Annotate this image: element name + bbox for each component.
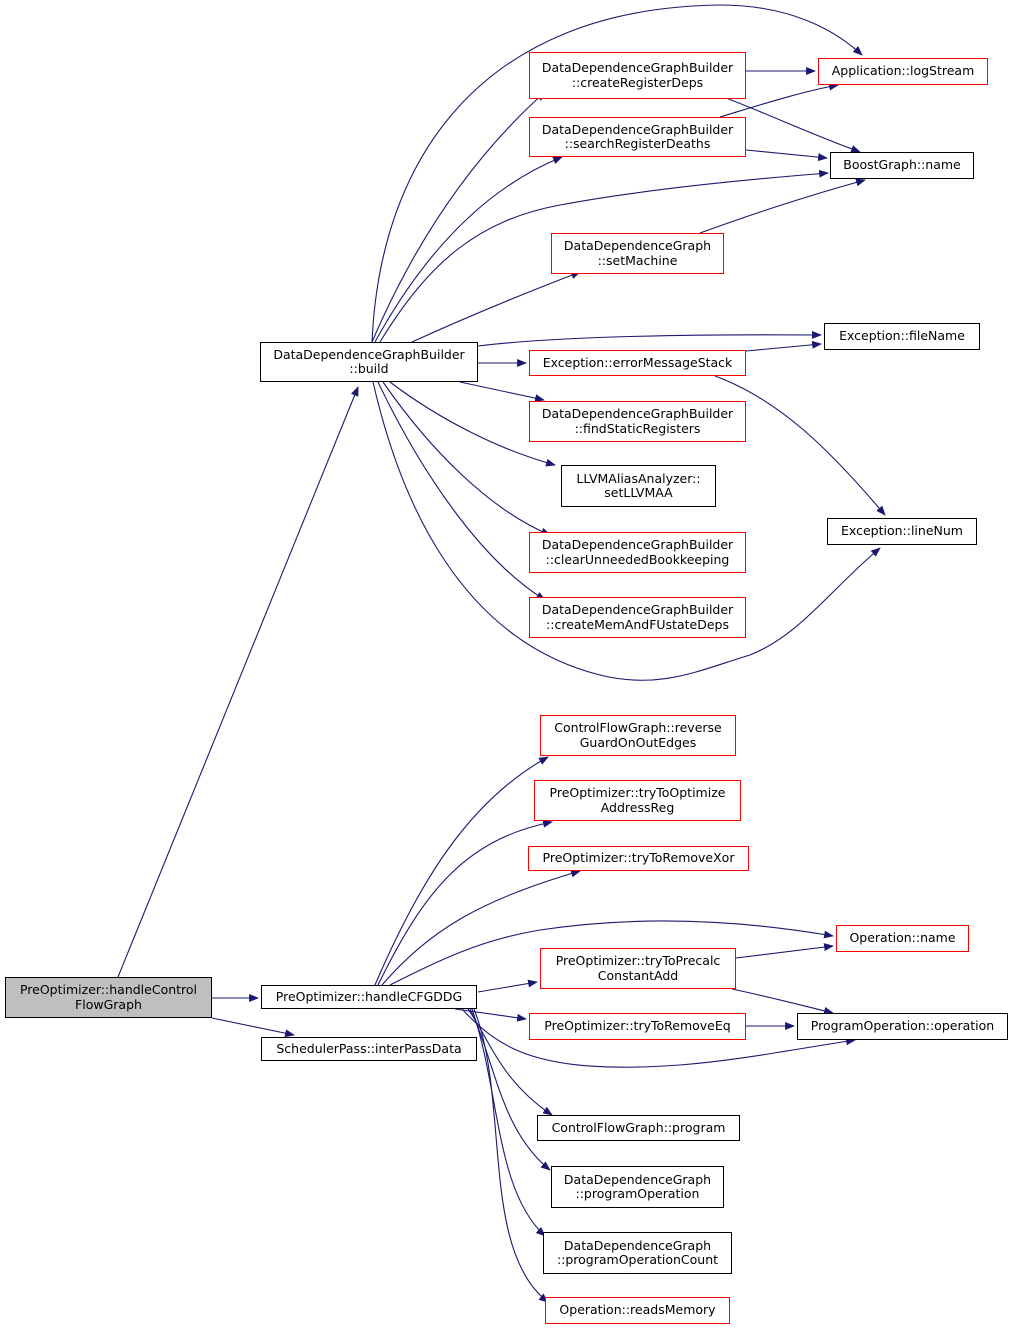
node-searchRegisterDeaths[interactable]: DataDependenceGraphBuilder ::searchRegis… [529,117,746,157]
edge-tryToPrecalc-to-poOperation [731,988,834,1015]
node-label: ProgramOperation::operation [810,1018,995,1034]
edge-build-to-fileName [477,330,822,347]
node-label: DataDependenceGraph ::programOperationCo… [556,1237,719,1267]
node-label: PreOptimizer::tryToRemoveEq [544,1018,731,1034]
node-programOperationCount[interactable]: DataDependenceGraph ::programOperationCo… [543,1232,732,1274]
edge-build-to-boostName [379,169,829,343]
edge-build-to-findStaticRegisters [459,381,545,403]
node-label: ControlFlowGraph::reverse GuardOnOutEdge… [554,720,722,750]
node-label: PreOptimizer::tryToRemoveXor [542,850,735,866]
edge-handleCFGDDG-to-tryToOptimizeAddressReg [377,819,553,986]
edge-build-to-createRegisterDeps [371,91,546,343]
node-label: DataDependenceGraphBuilder ::searchRegis… [541,121,734,151]
node-label: DataDependenceGraphBuilder ::clearUnneed… [541,537,734,567]
edge-build-to-setLLVMAA [389,381,556,467]
node-label: DataDependenceGraphBuilder ::build [273,346,465,376]
node-lineNum[interactable]: Exception::lineNum [827,518,977,545]
node-logStream[interactable]: Application::logStream [818,58,988,85]
edge-build-to-lineNum [372,381,881,681]
edge-setMachine-to-boostName [699,178,866,234]
node-tryToRemoveXor[interactable]: PreOptimizer::tryToRemoveXor [528,846,749,871]
edge-build-to-logStream [371,4,863,343]
node-boostName[interactable]: BoostGraph::name [830,152,974,179]
edge-handleCFGDDG-to-tryToRemoveXor [381,869,581,986]
node-label: Application::logStream [831,63,975,79]
edge-build-to-searchRegisterDeaths [374,156,563,343]
edge-handleControlFlowGraph-to-interPassData [211,1017,295,1038]
node-label: DataDependenceGraph ::setMachine [563,238,712,268]
node-label: Exception::lineNum [841,523,963,539]
edge-handleControlFlowGraph-to-handleCFGDDG [117,386,359,978]
node-label: PreOptimizer::tryToOptimize AddressReg [549,785,726,815]
node-label: DataDependenceGraphBuilder ::createRegis… [541,60,734,90]
node-errorMessageStack[interactable]: Exception::errorMessageStack [529,350,746,376]
node-build[interactable]: DataDependenceGraphBuilder ::build [260,342,478,382]
node-label: Exception::errorMessageStack [542,354,733,370]
node-label: Exception::fileName [839,328,965,344]
node-label: SchedulerPass::interPassData [276,1040,462,1056]
node-label: PreOptimizer::tryToPrecalc ConstantAdd [555,953,721,983]
node-interPassData[interactable]: SchedulerPass::interPassData [261,1037,477,1061]
edge-build-to-createMemAndFUstateDeps [377,381,546,601]
edge-errorMessageStack-to-lineNum [714,375,886,516]
node-setMachine[interactable]: DataDependenceGraph ::setMachine [551,233,724,274]
edge-tryToPrecalc-to-operationName [735,943,834,959]
edge-errorMessageStack-to-fileName [745,340,822,352]
node-handleControlFlowGraph[interactable]: PreOptimizer::handleControl FlowGraph [5,977,212,1018]
node-label: LLVMAliasAnalyzer:: setLLVMAA [576,470,701,500]
node-tryToOptimizeAddressReg[interactable]: PreOptimizer::tryToOptimize AddressReg [534,780,741,821]
node-label: DataDependenceGraph ::programOperation [563,1171,712,1201]
node-label: BoostGraph::name [843,157,961,173]
node-label: DataDependenceGraphBuilder ::createMemAn… [541,602,734,632]
node-label: Operation::readsMemory [559,1302,716,1318]
node-clearUnneededBookkeeping[interactable]: DataDependenceGraphBuilder ::clearUnneed… [529,532,746,573]
edge-handleCFGDDG-to-tryToRemoveEq [454,1008,527,1022]
edge-handleCFGDDG-to-programOperationCount [471,1008,546,1237]
node-label: ControlFlowGraph::program [551,1119,726,1135]
node-readsMemory[interactable]: Operation::readsMemory [545,1297,730,1324]
node-fileName[interactable]: Exception::fileName [824,323,980,350]
edge-build-to-setMachine [411,271,581,343]
edge-searchRegisterDeaths-to-logStream [719,82,839,118]
node-setLLVMAA[interactable]: LLVMAliasAnalyzer:: setLLVMAA [561,465,716,507]
node-handleCFGDDG[interactable]: PreOptimizer::handleCFGDDG [261,985,477,1009]
node-operationName[interactable]: Operation::name [836,925,969,952]
node-label: Operation::name [849,930,956,946]
node-poOperation[interactable]: ProgramOperation::operation [797,1013,1008,1040]
edge-handleCFGDDG-to-readsMemory [473,1008,549,1303]
node-tryToPrecalc[interactable]: PreOptimizer::tryToPrecalc ConstantAdd [540,948,736,989]
node-reverseGuard[interactable]: ControlFlowGraph::reverse GuardOnOutEdge… [540,715,736,756]
node-cfgProgram[interactable]: ControlFlowGraph::program [537,1115,740,1141]
node-label: PreOptimizer::handleControl FlowGraph [19,982,198,1012]
node-createMemAndFUstateDeps[interactable]: DataDependenceGraphBuilder ::createMemAn… [529,597,746,638]
edge-handleCFGDDG-to-operationName [389,920,834,986]
node-tryToRemoveEq[interactable]: PreOptimizer::tryToRemoveEq [529,1013,746,1040]
node-label: PreOptimizer::handleCFGDDG [275,988,463,1004]
node-createRegisterDeps[interactable]: DataDependenceGraphBuilder ::createRegis… [529,52,746,99]
edge-handleCFGDDG-to-reverseGuard [374,756,549,986]
edge-handleCFGDDG-to-poOperation [461,1008,856,1068]
node-findStaticRegisters[interactable]: DataDependenceGraphBuilder ::findStaticR… [529,401,746,442]
edge-build-to-clearUnneededBookkeeping [382,381,551,536]
edge-handleCFGDDG-to-tryToPrecalc [477,979,538,993]
edge-searchRegisterDeaths-to-boostName [745,149,828,162]
node-programOperation[interactable]: DataDependenceGraph ::programOperation [551,1166,724,1208]
node-label: DataDependenceGraphBuilder ::findStaticR… [541,406,734,436]
